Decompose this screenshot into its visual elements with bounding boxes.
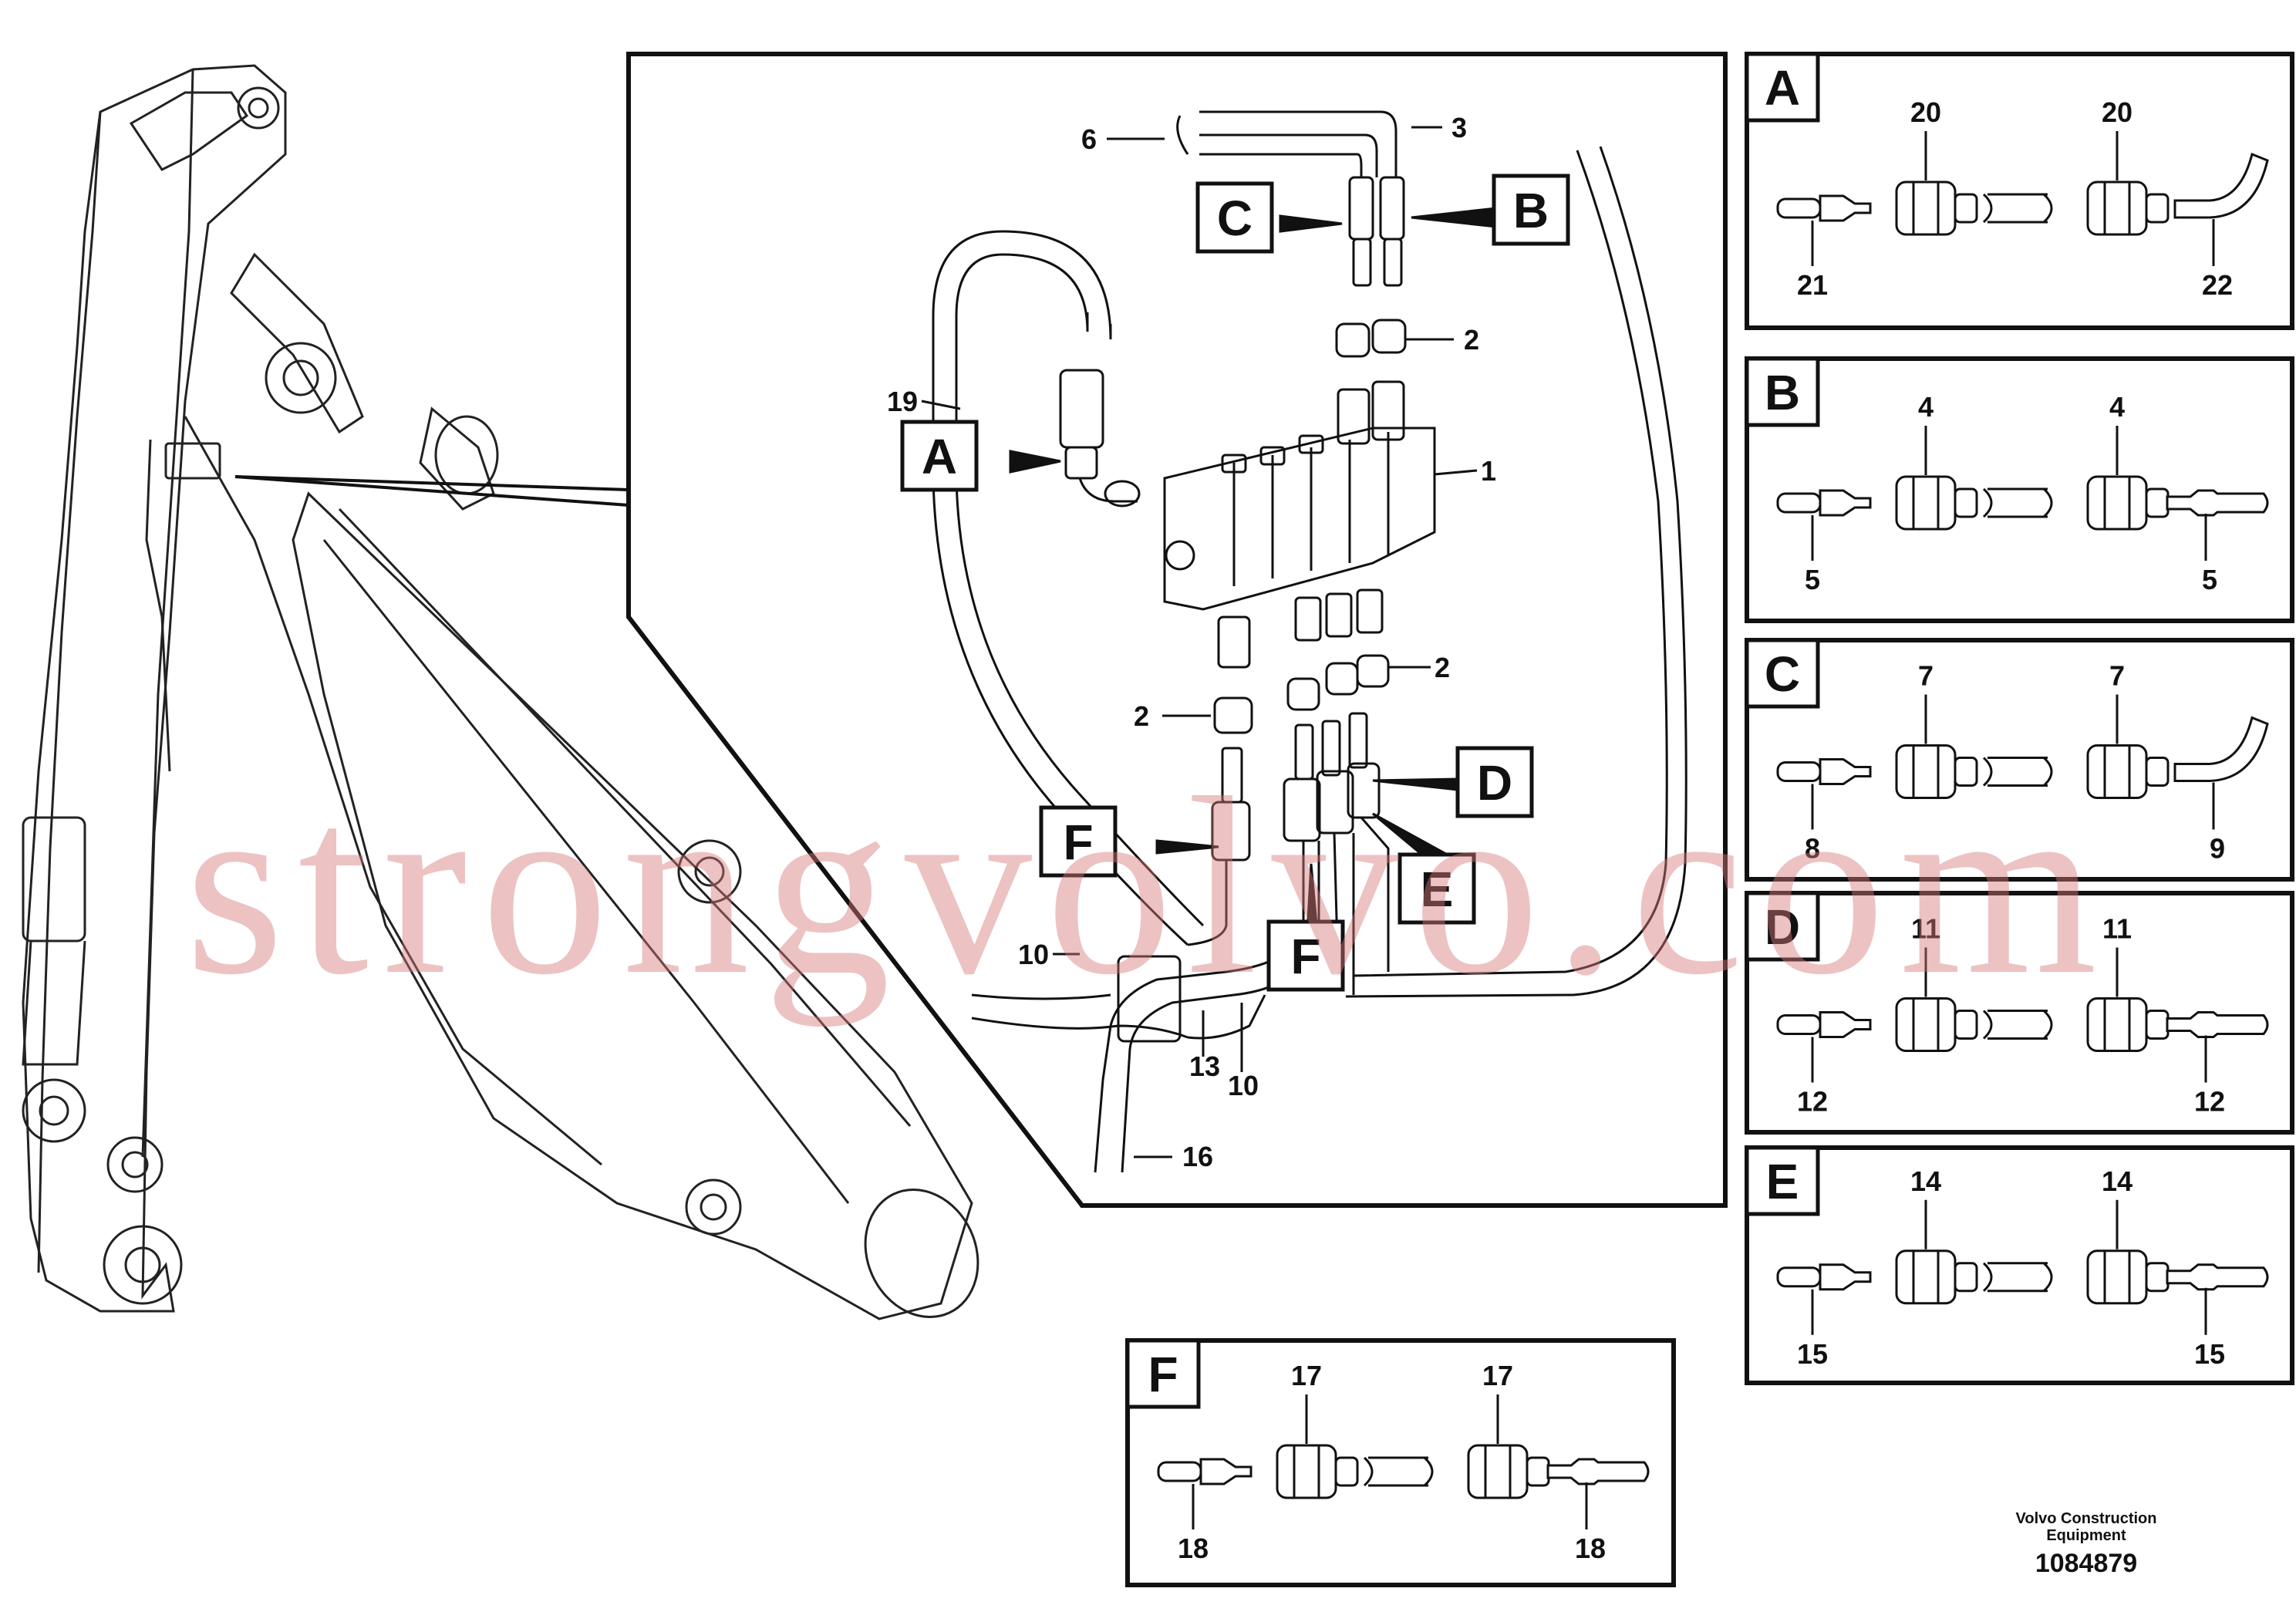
part-number-10-upper: 10 bbox=[1018, 939, 1049, 970]
callout-box-a bbox=[900, 420, 979, 492]
part-number-1: 1 bbox=[1481, 455, 1496, 487]
part-number-right-top: 17 bbox=[1482, 1360, 1513, 1391]
detail-panel-c: C 7 7 8 9 bbox=[1745, 638, 2294, 882]
callout-box-d bbox=[1455, 746, 1534, 818]
panel-letter: D bbox=[1765, 899, 1800, 955]
part-number-3: 3 bbox=[1451, 112, 1467, 143]
panel-leaders bbox=[1811, 694, 2215, 830]
part-number-16: 16 bbox=[1182, 1141, 1213, 1172]
panel-letter: A bbox=[1765, 60, 1800, 116]
part-number-left-bottom: 15 bbox=[1797, 1338, 1828, 1370]
part-number-right-bottom: 22 bbox=[2202, 269, 2233, 301]
part-number-6: 6 bbox=[1081, 123, 1097, 155]
part-number-10: 10 bbox=[1228, 1070, 1259, 1101]
part-number-left-bottom: 18 bbox=[1178, 1533, 1209, 1564]
part-number-right-top: 7 bbox=[2109, 660, 2125, 692]
panel-letter-box bbox=[1745, 638, 1820, 709]
callout-letter-f2: F bbox=[1290, 929, 1320, 984]
part-number-19: 19 bbox=[887, 386, 918, 417]
part-number-13: 13 bbox=[1189, 1050, 1220, 1082]
callout-box-b bbox=[1492, 174, 1570, 246]
callout-boxes bbox=[900, 174, 1570, 992]
part-number-left-bottom: 8 bbox=[1805, 833, 1820, 865]
part-number-left-top: 11 bbox=[1911, 913, 1940, 945]
fitting-drawing bbox=[1776, 1249, 2269, 1305]
callout-box-f bbox=[1039, 805, 1118, 878]
part-number-left-top: 7 bbox=[1918, 660, 1934, 692]
panel-frame bbox=[1745, 52, 2294, 330]
panel-letter: F bbox=[1148, 1347, 1178, 1402]
panel-letter-box bbox=[1745, 891, 1820, 962]
panel-letter: E bbox=[1766, 1154, 1799, 1209]
part-number-left-top: 20 bbox=[1910, 96, 1941, 128]
part-number-left-top: 14 bbox=[1910, 1165, 1941, 1197]
part-number-left-bottom: 21 bbox=[1797, 269, 1828, 301]
part-number-right-top: 4 bbox=[2109, 391, 2125, 423]
part-number-2-left: 2 bbox=[1134, 700, 1149, 732]
callout-letter-f: F bbox=[1063, 814, 1093, 870]
boom-illustration bbox=[22, 64, 979, 1320]
detail-panel-f: F 17 17 18 18 bbox=[1125, 1338, 1676, 1587]
part-number-left-top: 17 bbox=[1291, 1360, 1322, 1391]
part-number-right-bottom: 12 bbox=[2194, 1086, 2225, 1118]
part-number-left-bottom: 5 bbox=[1805, 564, 1820, 595]
panel-leaders bbox=[1811, 131, 2215, 266]
part-number-right-bottom: 5 bbox=[2202, 564, 2217, 595]
panel-leaders bbox=[1811, 947, 2207, 1083]
document-number: 1084879 bbox=[2035, 1549, 2138, 1578]
callout-box-f2 bbox=[1266, 919, 1345, 992]
part-number-right-top: 11 bbox=[2102, 913, 2132, 945]
fitting-drawing bbox=[1776, 997, 2269, 1052]
callout-box-e bbox=[1397, 852, 1476, 925]
fitting-drawing bbox=[1776, 152, 2269, 236]
part-number-2-right: 2 bbox=[1435, 652, 1450, 683]
panel-letter: B bbox=[1765, 365, 1800, 420]
part-number-right-bottom: 9 bbox=[2210, 833, 2225, 865]
panel-leaders bbox=[1811, 1199, 2207, 1335]
footer: Volvo Construction Equipment 1084879 bbox=[1986, 1510, 2186, 1579]
part-number-right-bottom: 15 bbox=[2194, 1338, 2225, 1370]
part-number-2-top: 2 bbox=[1464, 324, 1479, 356]
part-number-right-bottom: 18 bbox=[1575, 1533, 1606, 1564]
callout-letter-a: A bbox=[922, 429, 957, 484]
main-detail-frame bbox=[626, 52, 1728, 1208]
leader-lines bbox=[921, 126, 1498, 1158]
panel-letter-box bbox=[1745, 1145, 1820, 1216]
detail-panel-b: B 4 4 5 5 bbox=[1745, 356, 2294, 623]
panel-letter-box bbox=[1125, 1338, 1201, 1409]
panel-leaders bbox=[1192, 1394, 1588, 1529]
callout-letter-e: E bbox=[1421, 862, 1454, 917]
hydraulic-assembly bbox=[932, 110, 1687, 1173]
maker-label: Volvo Construction Equipment bbox=[2015, 1510, 2157, 1544]
callout-letter-c: C bbox=[1217, 191, 1253, 246]
callout-box-c bbox=[1195, 181, 1274, 254]
part-number-right-top: 20 bbox=[2102, 96, 2132, 128]
detail-panel-e: E 14 14 15 15 bbox=[1745, 1145, 2294, 1385]
part-number-right-top: 14 bbox=[2102, 1165, 2132, 1197]
fitting-drawing bbox=[1776, 716, 2269, 799]
panel-letter: C bbox=[1765, 646, 1800, 702]
panel-letter-box bbox=[1745, 52, 1820, 123]
panel-leaders bbox=[1811, 426, 2207, 561]
part-number-left-bottom: 12 bbox=[1797, 1086, 1828, 1118]
detail-panel-d: D 11 11 12 12 bbox=[1745, 891, 2294, 1135]
detail-pointer bbox=[234, 475, 629, 507]
detail-panel-a: A 20 20 21 22 bbox=[1745, 52, 2294, 330]
fitting-drawing bbox=[1157, 1444, 1650, 1499]
callout-letter-d: D bbox=[1477, 755, 1512, 811]
part-number-left-top: 4 bbox=[1918, 391, 1934, 423]
panel-letter-box bbox=[1745, 356, 1820, 427]
callout-letter-b: B bbox=[1513, 183, 1549, 238]
